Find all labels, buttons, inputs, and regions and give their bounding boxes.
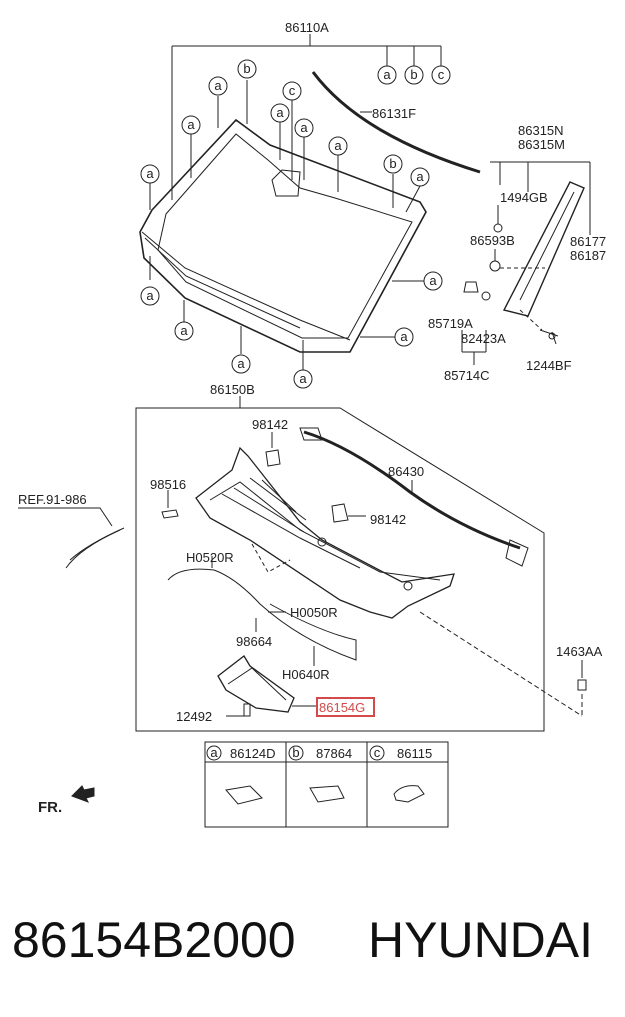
- glass-moulding: [311, 71, 481, 174]
- callout-b: b: [243, 61, 250, 76]
- cover-part: [217, 655, 295, 713]
- front-arrow-icon: [71, 785, 95, 803]
- legend-part-86124d: 86124D: [230, 746, 276, 761]
- label-86430: 86430: [388, 464, 424, 479]
- part-number: 86154B2000: [12, 912, 296, 968]
- label-98516: 98516: [150, 477, 186, 492]
- caption: 86154B2000 HYUNDAI: [0, 905, 625, 975]
- label-98142-mid: 98142: [370, 512, 406, 527]
- callout-a: a: [429, 273, 437, 288]
- callout-a: a: [146, 166, 154, 181]
- callout-a: a: [187, 117, 195, 132]
- cowl-panel: [195, 446, 455, 619]
- label-86187: 86187: [570, 248, 606, 263]
- label-ref-91-986: REF.91-986: [18, 492, 87, 507]
- label-fr: FR.: [38, 799, 62, 816]
- callout-a: a: [276, 105, 284, 120]
- label-86315m: 86315M: [518, 137, 565, 152]
- label-1244bf: 1244BF: [526, 358, 572, 373]
- callout-a: a: [416, 169, 424, 184]
- label-98664: 98664: [236, 634, 272, 649]
- clip-86115-icon: [393, 785, 425, 803]
- label-1494gb: 1494GB: [500, 190, 548, 205]
- windshield-glass: [139, 118, 427, 353]
- legend-letter-b: b: [292, 745, 299, 760]
- label-82423a: 82423A: [461, 331, 506, 346]
- clip-87864-icon: [309, 785, 345, 803]
- label-86154g[interactable]: 86154G: [319, 700, 365, 715]
- weatherstrip: [303, 430, 521, 550]
- legend-part-87864: 87864: [316, 746, 352, 761]
- legend-part-86115: 86115: [397, 746, 432, 761]
- callout-b: b: [389, 156, 396, 171]
- label-86131f: 86131F: [372, 106, 416, 121]
- callout-a: a: [180, 323, 188, 338]
- callout-a: a: [334, 138, 342, 153]
- label-86177: 86177: [570, 234, 606, 249]
- legend-letter-a: a: [210, 745, 218, 760]
- label-12492: 12492: [176, 709, 212, 724]
- callout-a: a: [214, 78, 222, 93]
- pillar-trim: [502, 181, 585, 317]
- callout-a: a: [237, 356, 245, 371]
- label-h0520r: H0520R: [186, 550, 234, 565]
- label-86593b: 86593B: [470, 233, 515, 248]
- label-86150b: 86150B: [210, 382, 255, 397]
- label-h0050r: H0050R: [290, 605, 338, 620]
- callout-c: c: [438, 67, 445, 82]
- legend-letter-c: c: [374, 745, 381, 760]
- clip-86124d-icon: [225, 785, 263, 805]
- label-h0640r: H0640R: [282, 667, 330, 682]
- brand-name: HYUNDAI: [368, 912, 594, 968]
- callout-a: a: [299, 371, 307, 386]
- callout-a: a: [383, 67, 391, 82]
- highlight-box: [316, 697, 375, 717]
- callout-a: a: [400, 329, 408, 344]
- label-98142-top: 98142: [252, 417, 288, 432]
- callout-b: b: [410, 67, 417, 82]
- label-85719a: 85719A: [428, 316, 473, 331]
- label-1463aa: 1463AA: [556, 644, 603, 659]
- callout-a: a: [146, 288, 154, 303]
- callout-a: a: [300, 120, 308, 135]
- label-85714c: 85714C: [444, 368, 490, 383]
- callout-c: c: [289, 83, 296, 98]
- label-86315n: 86315N: [518, 123, 564, 138]
- label-86110a: 86110A: [285, 20, 329, 35]
